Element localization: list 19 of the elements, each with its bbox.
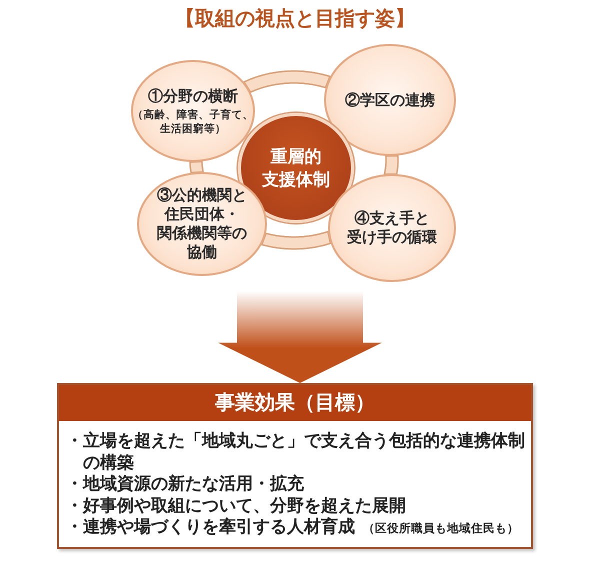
bullet-item: ・地域資源の新たな活用・拡充 [66, 473, 304, 494]
circle-note: （高齢、障害、子育て、生活困窮等） [132, 108, 254, 136]
effects-panel [57, 383, 533, 549]
panel-heading: 事業効果（目標） [59, 385, 531, 421]
bullet-item: ・好事例や取組について、分野を超えた展開 [66, 494, 406, 516]
circle-label: ②学区の連携 [345, 90, 435, 110]
circle-label: ④支え手と受け手の循環 [347, 209, 437, 247]
block-arrow [218, 291, 382, 383]
circle-label: ③公的機関と住民団体・関係機関等の協働 [157, 186, 247, 262]
ring-segment [383, 155, 399, 176]
diagram-title: 【取組の視点と目指す姿】 [175, 7, 415, 32]
ring-segment [242, 70, 331, 94]
circle-label: ①分野の横断 [148, 86, 238, 106]
bullet-item: ・連携や場づくりを牽引する人材育成 [66, 516, 355, 538]
ring-segment [189, 160, 204, 174]
note-text: （区役所職員も地域住民も） [363, 523, 519, 535]
bullet-item: ・立場を超えた「地域丸ごと」で支え合う包括的な連携体制の構築 [66, 430, 525, 473]
center-label: 重層的支援体制 [262, 146, 330, 191]
ring-segment [260, 230, 332, 250]
